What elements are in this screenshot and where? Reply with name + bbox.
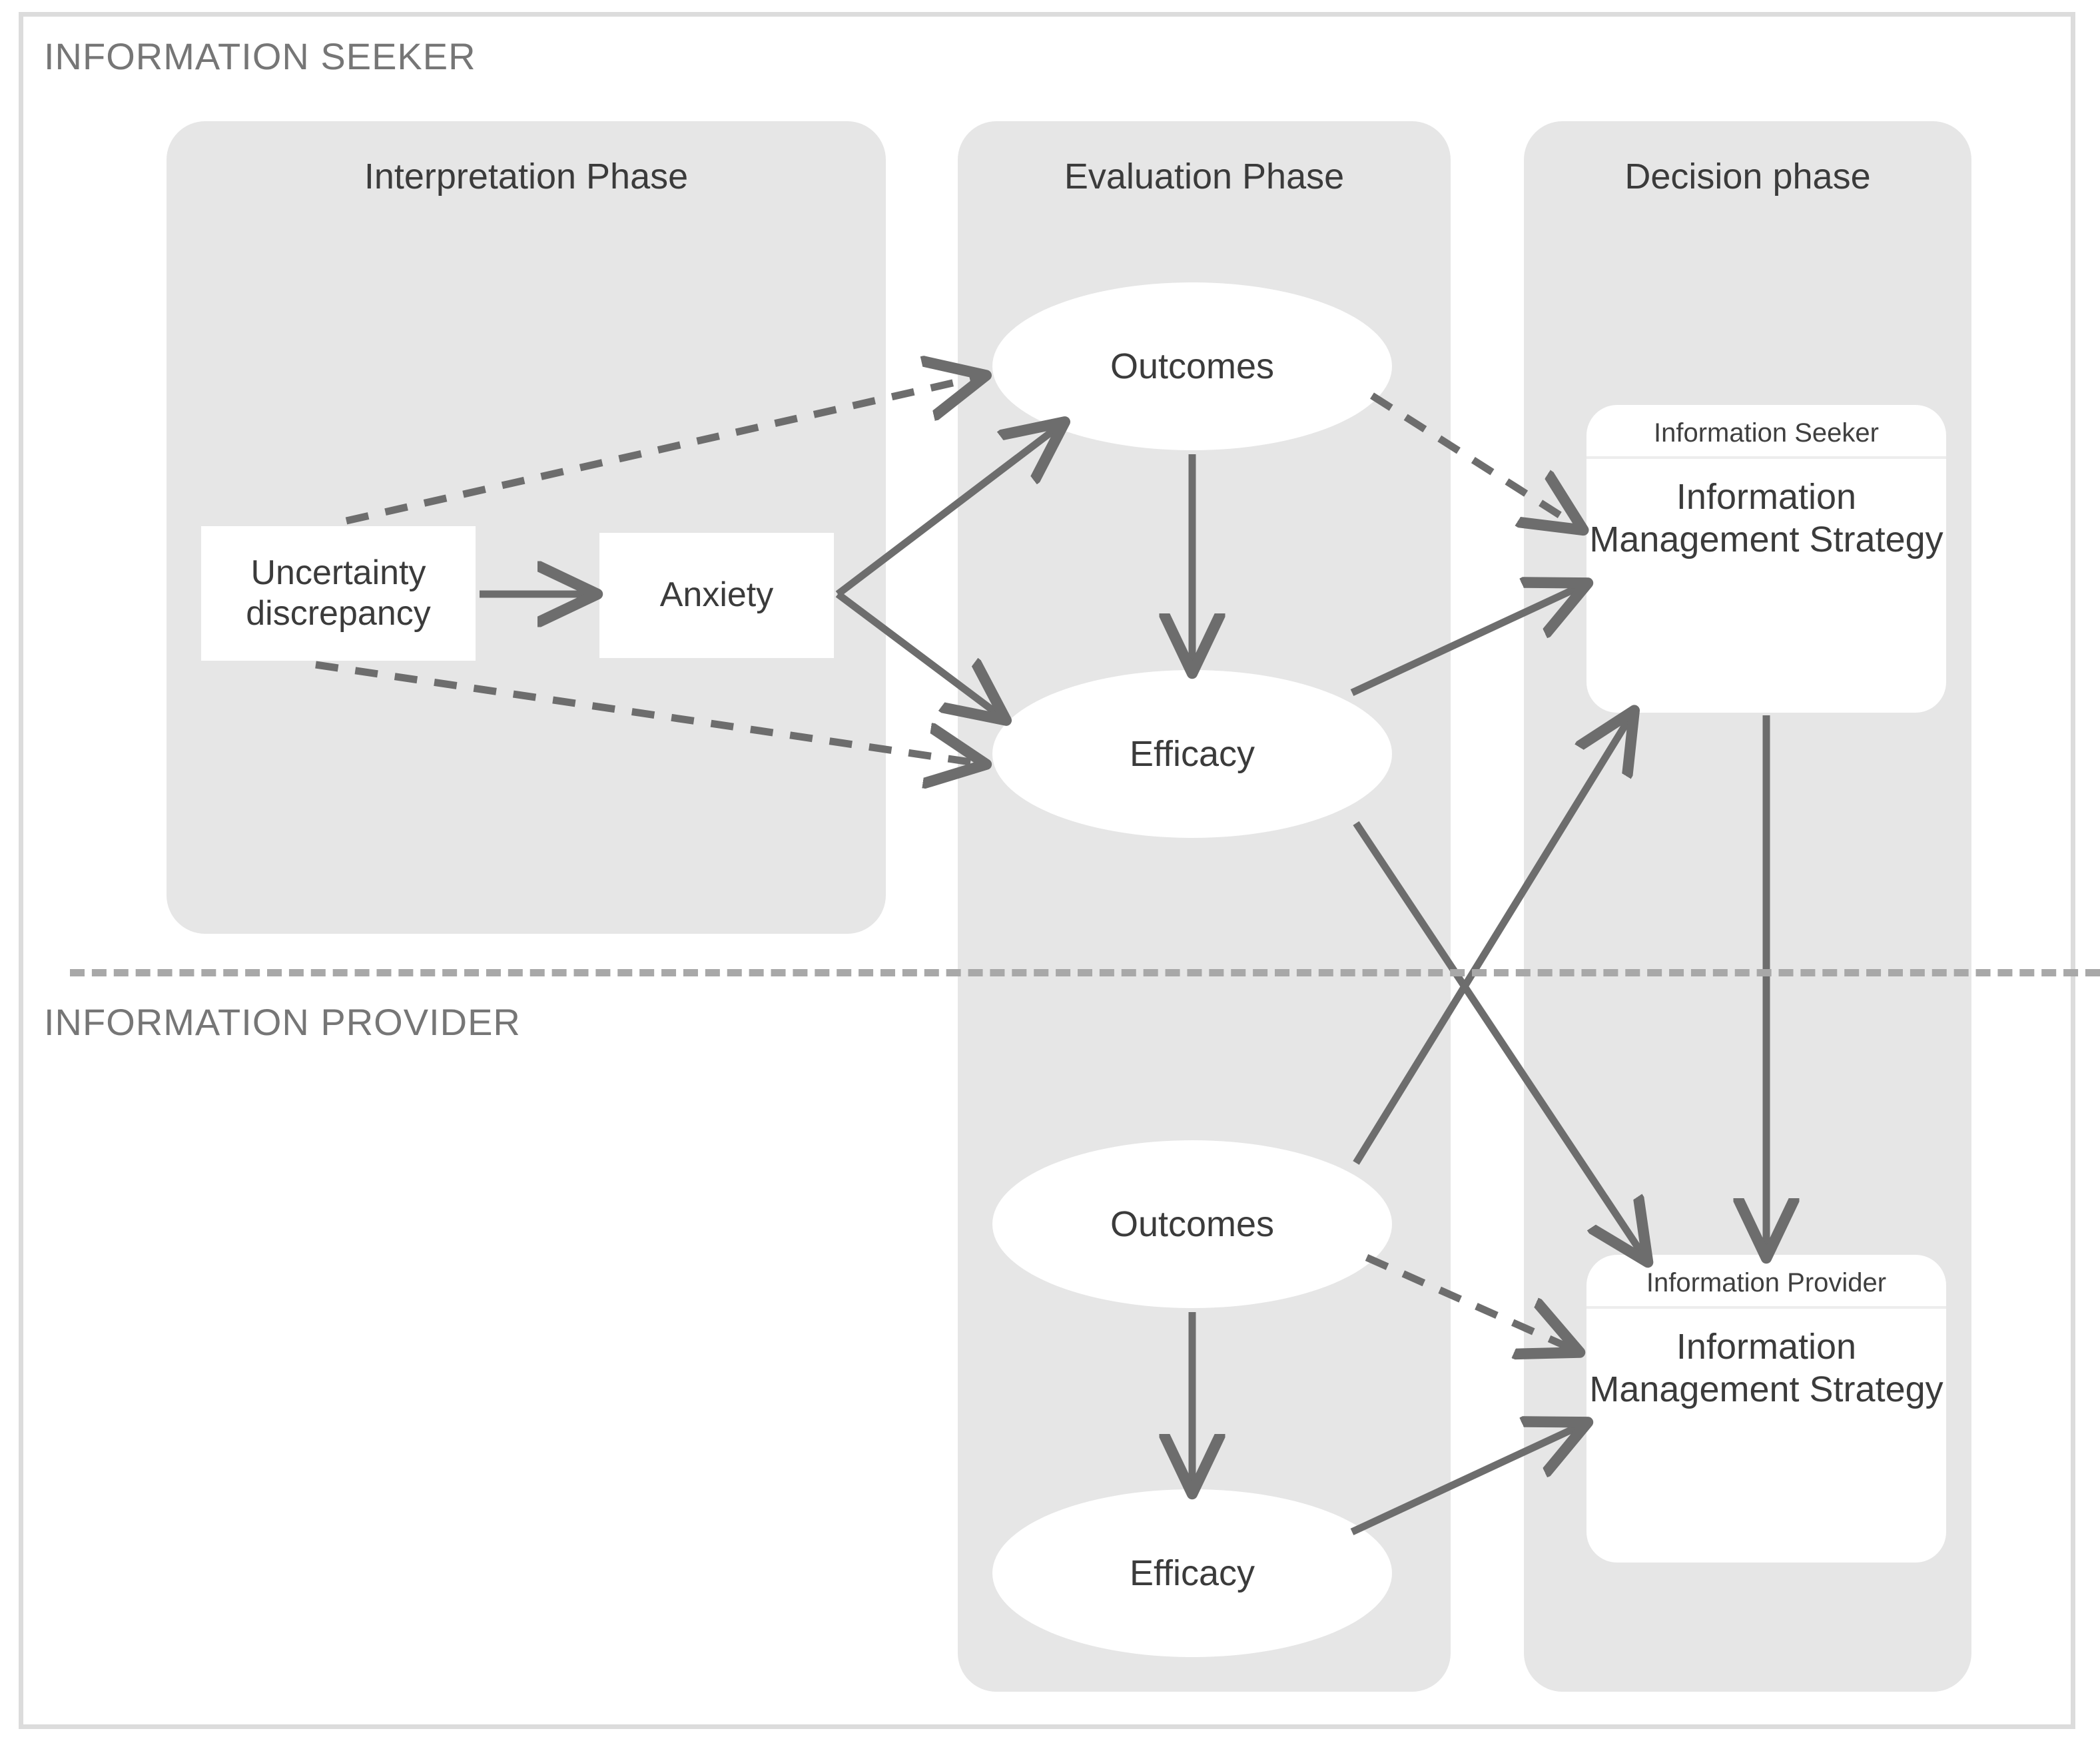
node-outcomes-seeker-label: Outcomes (1110, 346, 1275, 386)
node-efficacy-seeker-label: Efficacy (1129, 734, 1255, 774)
card-information-seeker-header: Information Seeker (1586, 405, 1946, 459)
swimlane-title-information-seeker: INFORMATION SEEKER (44, 35, 476, 77)
card-information-seeker-body-label: Information Management Strategy (1589, 477, 1943, 559)
card-information-provider-strategy[interactable]: Information Provider Information Managem… (1586, 1255, 1946, 1563)
diagram-frame (19, 12, 2075, 1729)
node-anxiety-label: Anxiety (659, 575, 774, 615)
node-uncertainty-discrepancy-label: Uncertainty discrepancy (246, 553, 431, 633)
node-outcomes-provider[interactable]: Outcomes (992, 1140, 1392, 1308)
node-outcomes-provider-label: Outcomes (1110, 1204, 1275, 1244)
node-anxiety[interactable]: Anxiety (599, 533, 834, 658)
card-information-provider-body-label: Information Management Strategy (1589, 1327, 1943, 1409)
node-uncertainty-discrepancy[interactable]: Uncertainty discrepancy (201, 526, 476, 661)
card-information-seeker-strategy[interactable]: Information Seeker Information Managemen… (1586, 405, 1946, 713)
swimlane-title-information-provider: INFORMATION PROVIDER (44, 1001, 521, 1043)
phase-label-evaluation: Evaluation Phase (1064, 157, 1345, 196)
card-information-seeker-body: Information Management Strategy (1586, 459, 1946, 713)
node-efficacy-seeker[interactable]: Efficacy (992, 670, 1392, 838)
card-information-provider-header: Information Provider (1586, 1255, 1946, 1309)
node-outcomes-seeker[interactable]: Outcomes (992, 282, 1392, 450)
node-efficacy-provider-label: Efficacy (1129, 1553, 1255, 1593)
phase-label-decision: Decision phase (1624, 157, 1871, 196)
node-efficacy-provider[interactable]: Efficacy (992, 1489, 1392, 1657)
lane-divider-dashed (70, 969, 2100, 976)
card-information-provider-body: Information Management Strategy (1586, 1309, 1946, 1563)
phase-label-interpretation: Interpretation Phase (364, 157, 689, 196)
